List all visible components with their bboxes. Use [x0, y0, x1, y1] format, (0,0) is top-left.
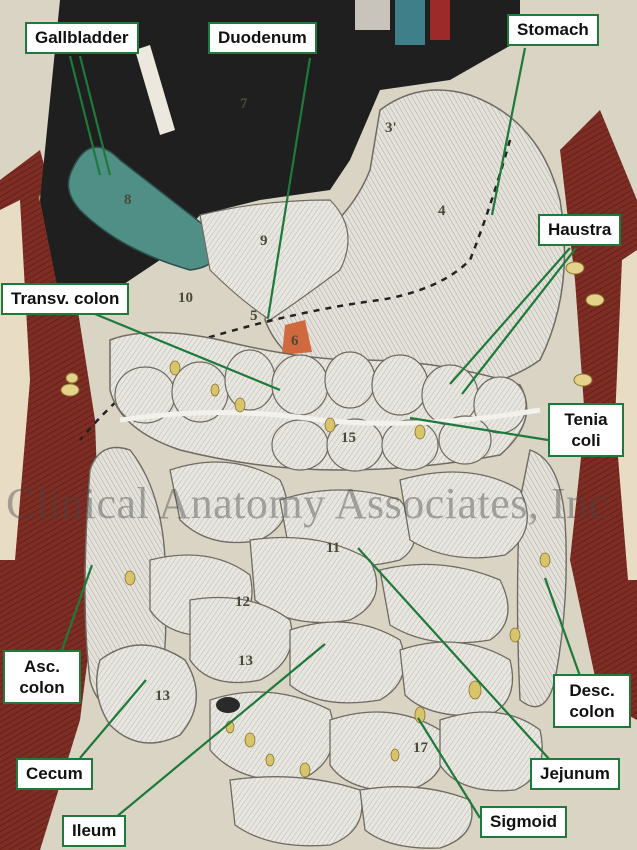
label-asc-colon-line1: Asc. — [24, 657, 60, 676]
figure-number: 17 — [413, 740, 429, 756]
gallbladder — [67, 146, 218, 271]
haustra — [114, 349, 527, 472]
label-stomach: Stomach — [507, 14, 599, 46]
fat-appendages — [124, 360, 551, 778]
right-skin — [615, 250, 637, 580]
figure-number: 8 — [124, 192, 132, 208]
label-cecum: Cecum — [16, 758, 93, 790]
label-tenia-coli: Tenia coli — [548, 403, 624, 457]
figure-number: 3' — [385, 120, 397, 136]
ligament — [135, 45, 175, 135]
label-desc-colon-line2: colon — [569, 702, 615, 721]
vessel-red — [430, 0, 450, 40]
figure-numbers: 8 7 3' 4 9 5 6 10 15 11 12 13 13 17 — [124, 96, 446, 756]
small-intestine — [149, 461, 543, 849]
figure-number: 9 — [260, 233, 268, 249]
duodenum — [199, 199, 349, 321]
leader-lines — [60, 47, 582, 819]
pancreas — [282, 320, 312, 355]
figure-number: 4 — [438, 203, 446, 219]
tenia-coli-band — [119, 407, 541, 426]
vessel-dark — [216, 697, 240, 713]
figure-number: 13 — [238, 653, 253, 669]
figure-number: 7 — [240, 96, 248, 112]
label-sigmoid: Sigmoid — [480, 806, 568, 838]
cecum — [95, 644, 197, 744]
label-asc-colon-line2: colon — [19, 678, 65, 697]
figure-number: 15 — [341, 430, 356, 446]
figure-number: 11 — [326, 540, 340, 556]
figure-number: 10 — [178, 290, 193, 306]
label-tenia-coli-line2: coli — [571, 431, 601, 450]
label-gallbladder: Gallbladder — [25, 22, 139, 54]
label-duodenum: Duodenum — [208, 22, 317, 54]
watermark-text: Clinical Anatomy Associates, Inc — [6, 479, 609, 528]
vessel — [355, 0, 390, 30]
label-ileum: Ileum — [62, 815, 127, 847]
figure-number: 13 — [155, 688, 170, 704]
figure-number: 12 — [235, 594, 250, 610]
label-asc-colon: Asc. colon — [3, 650, 81, 704]
figure-number: 6 — [291, 333, 299, 349]
label-desc-colon: Desc. colon — [553, 674, 631, 728]
vessel-blue — [395, 0, 425, 45]
label-transv-colon: Transv. colon — [1, 283, 130, 315]
label-tenia-coli-line1: Tenia — [564, 410, 608, 429]
label-jejunum: Jejunum — [530, 758, 620, 790]
figure-number: 5 — [250, 308, 258, 324]
label-haustra: Haustra — [538, 214, 622, 246]
label-desc-colon-line1: Desc. — [569, 681, 615, 700]
